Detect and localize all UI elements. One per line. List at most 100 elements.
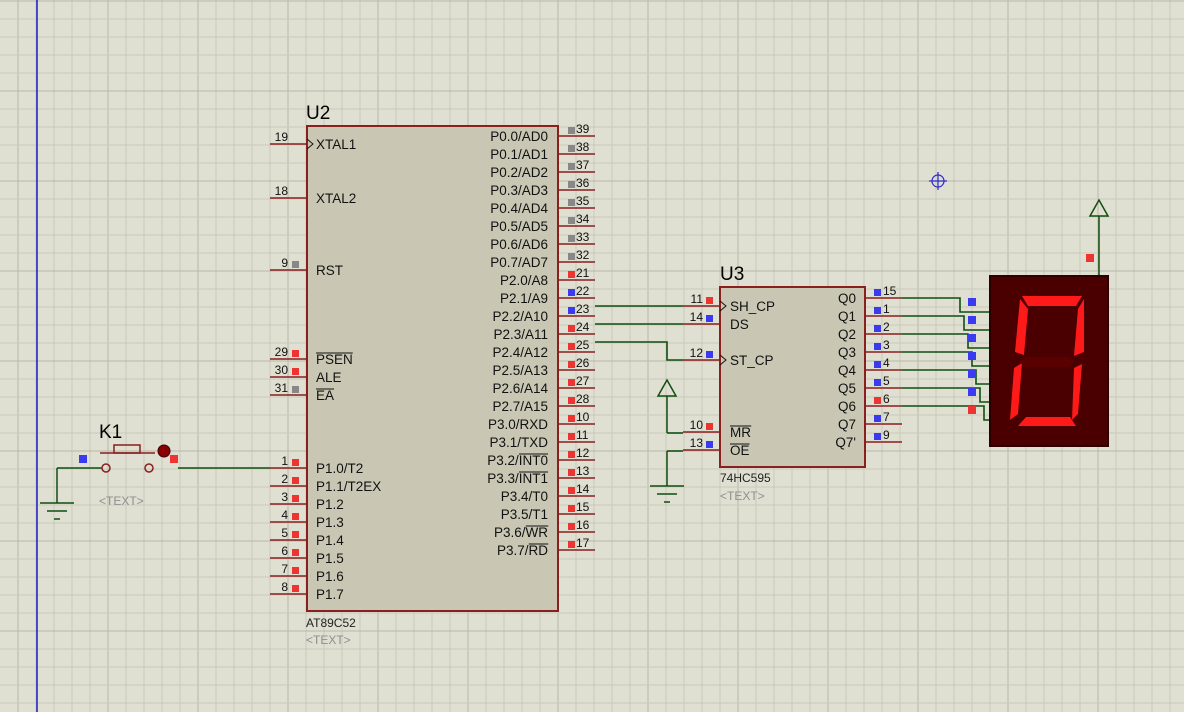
pin-name: XTAL1 <box>316 137 356 152</box>
pin-state-indicator <box>292 261 299 268</box>
u2-body[interactable] <box>306 125 559 612</box>
pin-name: P3.2/INT0 <box>487 453 548 468</box>
pin-state-indicator <box>568 253 575 260</box>
display-pin-state <box>968 388 976 396</box>
display-pin-state <box>968 298 976 306</box>
pin-state-indicator <box>568 307 575 314</box>
pin-state-indicator <box>292 495 299 502</box>
pin-state-indicator <box>568 541 575 548</box>
pin-state-indicator <box>292 585 299 592</box>
pin-state-indicator <box>706 315 713 322</box>
pin-state-indicator <box>568 469 575 476</box>
wire-q-to-display <box>902 315 990 331</box>
power-terminal-u3-mr[interactable] <box>656 378 678 433</box>
pin-state-indicator <box>706 297 713 304</box>
pin-name: P2.7/A15 <box>492 399 548 414</box>
ground-symbol-u3[interactable] <box>650 451 684 503</box>
u3-body[interactable] <box>719 286 866 468</box>
k1-button-cap[interactable] <box>113 444 141 454</box>
seven-segment-display[interactable]: 0 <box>0 0 1109 447</box>
pin-number: 3 <box>281 490 288 504</box>
pin-number: 10 <box>690 418 704 432</box>
pin-number: 9 <box>281 256 288 270</box>
pin-name: P0.4/AD4 <box>490 201 548 216</box>
clock-marker-icon <box>306 138 314 150</box>
pin-number: 1 <box>883 302 890 316</box>
pin-name: P3.5/T1 <box>501 507 548 522</box>
pin-number: 15 <box>576 500 590 514</box>
pin-name: XTAL2 <box>316 191 356 206</box>
pin-state-indicator <box>568 433 575 440</box>
crosshair-cursor-icon <box>929 172 947 190</box>
power-terminal-display[interactable] <box>1086 198 1110 276</box>
pin-name: SH_CP <box>730 299 775 314</box>
pin-state-indicator <box>568 289 575 296</box>
pin-number: 36 <box>576 176 590 190</box>
pin-name: P3.4/T0 <box>501 489 548 504</box>
display-segments <box>1010 296 1084 426</box>
wire-q-to-display <box>902 387 990 403</box>
pin-number: 12 <box>690 346 704 360</box>
pin-number: 4 <box>883 356 890 370</box>
pin-state-indicator <box>292 350 299 357</box>
pin-number: 38 <box>576 140 590 154</box>
pin-number: 11 <box>576 428 589 442</box>
pin-name: P2.5/A13 <box>492 363 548 378</box>
k1-pushbutton[interactable]: K1 <TEXT> <box>57 422 178 508</box>
pin-state-indicator <box>874 433 881 440</box>
pin-state-indicator <box>568 415 575 422</box>
pin-name: DS <box>730 317 749 332</box>
pin-number: 26 <box>576 356 590 370</box>
pin-state-indicator <box>874 343 881 350</box>
pin-name: P2.3/A11 <box>493 327 548 342</box>
pin-name: EA <box>316 388 334 403</box>
pin-name: P0.3/AD3 <box>490 183 548 198</box>
pin-number: 37 <box>576 158 590 172</box>
pin-state-indicator <box>292 459 299 466</box>
pin-name: P2.6/A14 <box>492 381 548 396</box>
pin-name: P1.5 <box>316 551 344 566</box>
pin-number: 15 <box>883 284 897 298</box>
pin-state-indicator <box>568 451 575 458</box>
pin-name: ST_CP <box>730 353 774 368</box>
pin-number: 30 <box>275 363 289 377</box>
pin-number: 22 <box>576 284 590 298</box>
pin-number: 16 <box>576 518 590 532</box>
pin-name: Q5 <box>838 381 856 396</box>
pin-state-indicator <box>874 397 881 404</box>
pin-name: P0.7/AD7 <box>490 255 548 270</box>
clock-marker-icon <box>719 300 727 312</box>
pin-number: 28 <box>576 392 590 406</box>
display-pin-state <box>968 316 976 324</box>
pin-state-indicator <box>874 307 881 314</box>
pin-state-indicator <box>874 289 881 296</box>
pin-name: P2.1/A9 <box>500 291 548 306</box>
ground-symbol-button[interactable] <box>40 468 74 520</box>
segment-c <box>1072 364 1082 420</box>
pin-name: ALE <box>316 370 342 385</box>
pin-state-indicator <box>568 127 575 134</box>
pin-number: 35 <box>576 194 590 208</box>
pwr1-arrow-icon <box>656 378 678 397</box>
pwr2-pin-state <box>1086 254 1094 262</box>
pin-state-indicator <box>568 487 575 494</box>
pin-state-indicator <box>568 199 575 206</box>
segment-f <box>1015 299 1028 355</box>
pin-number: 6 <box>281 544 288 558</box>
pin-state-indicator <box>706 441 713 448</box>
pin-name: P0.0/AD0 <box>490 129 548 144</box>
k1-toggle-indicator[interactable] <box>157 444 171 458</box>
k1-right-pin-state <box>170 455 178 463</box>
pin-name: Q3 <box>838 345 856 360</box>
pin-state-indicator <box>568 379 575 386</box>
pin-number: 13 <box>690 436 704 450</box>
pin-number: 11 <box>691 292 704 306</box>
pin-state-indicator <box>292 368 299 375</box>
k1-contact-left <box>101 463 111 473</box>
pin-state-indicator <box>706 423 713 430</box>
